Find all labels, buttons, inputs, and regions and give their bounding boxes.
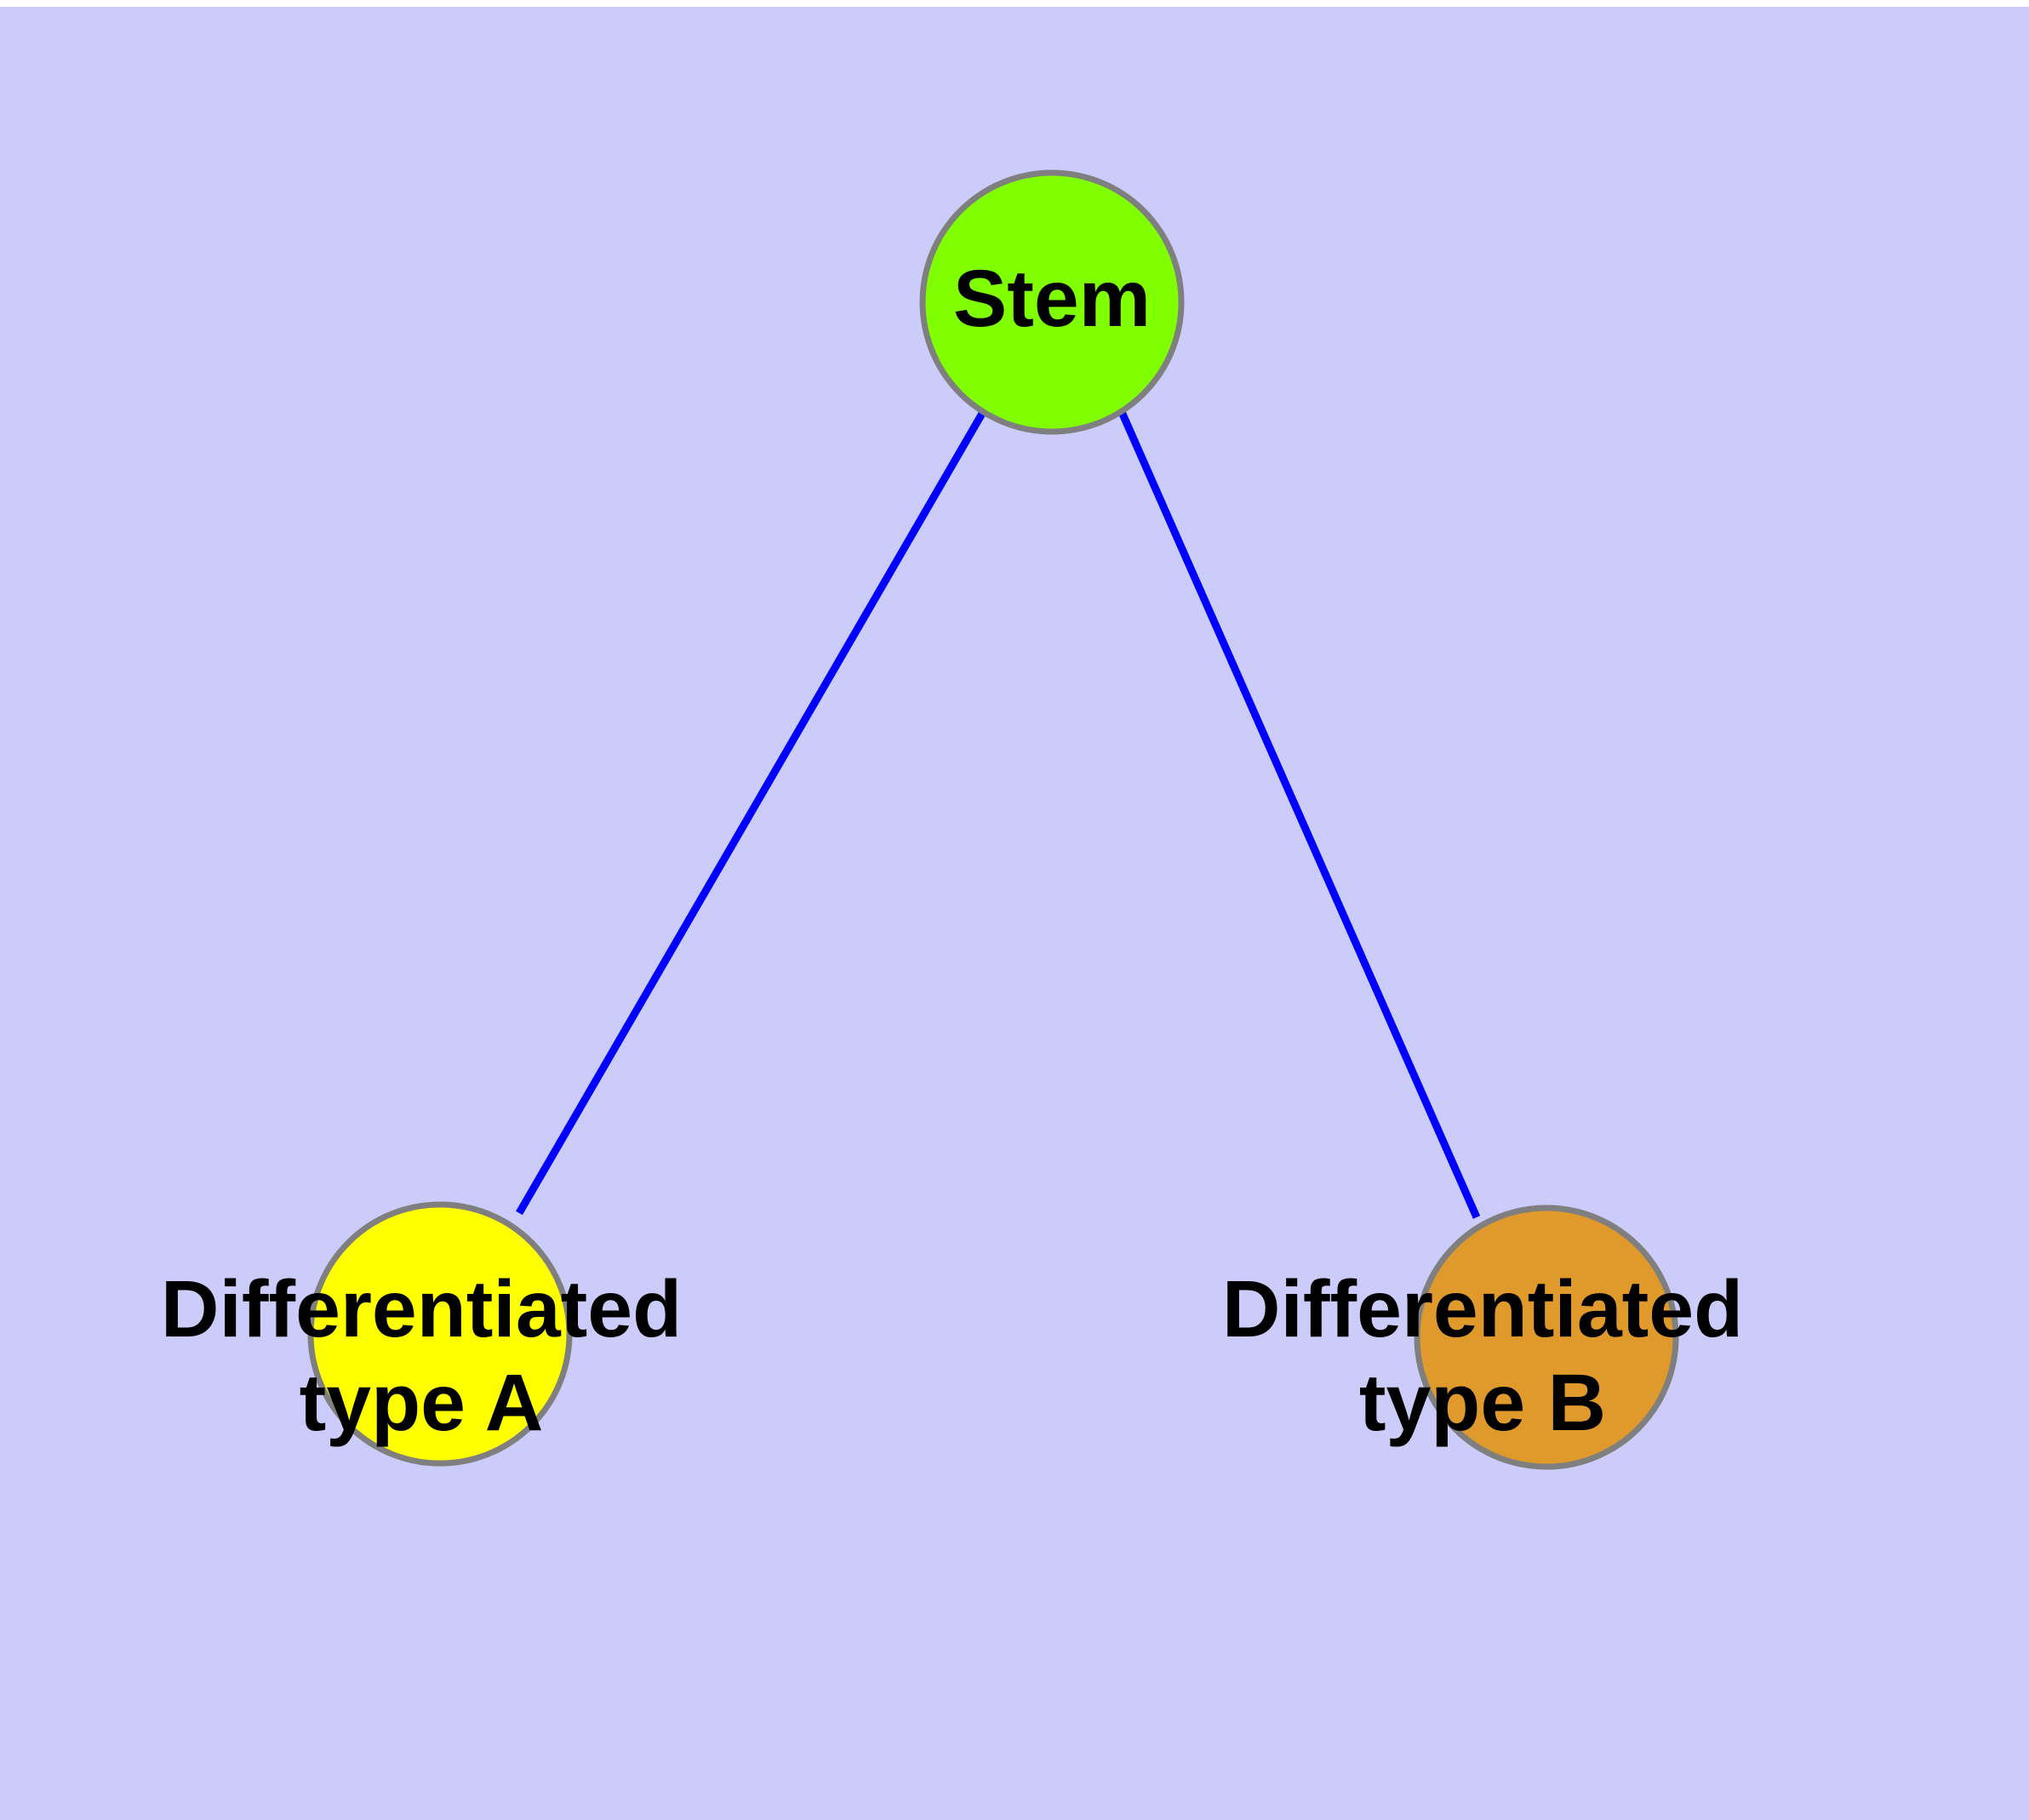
node-stem[interactable] [919,169,1185,435]
node-label-stem: Stem [953,254,1151,344]
node-diff-b[interactable] [1414,1205,1679,1470]
node-label-line: Stem [953,254,1151,344]
node-diff-a[interactable] [307,1201,573,1467]
node-label-line: type A [300,1358,544,1448]
edges-layer [516,409,1481,1219]
edge-stem-to-diff-a[interactable] [516,409,986,1216]
node-label-line: Differentiated [1222,1264,1743,1354]
node-label-line: Differentiated [161,1264,682,1354]
nodes-layer [307,169,1679,1470]
node-label-line: type B [1359,1358,1606,1448]
edge-stem-to-diff-b[interactable] [1117,410,1481,1219]
